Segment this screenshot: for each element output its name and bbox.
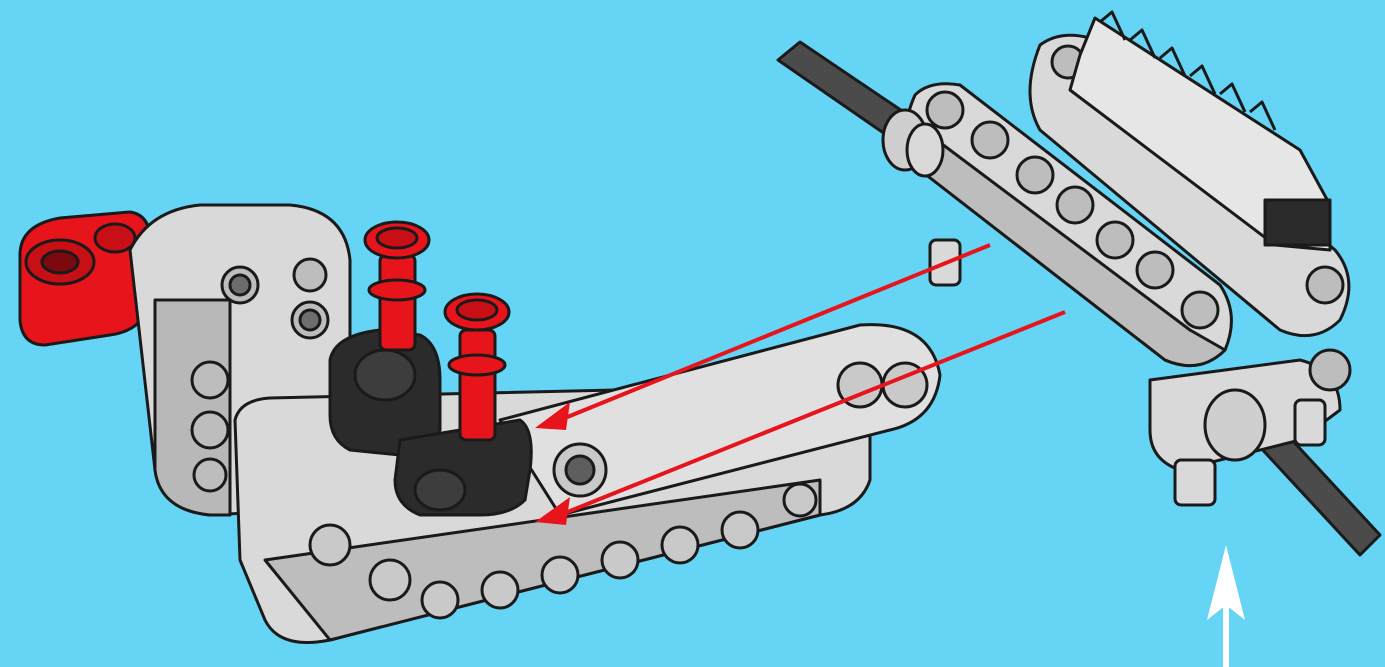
red-angle-connector — [20, 212, 150, 345]
gray-pin-3 — [1295, 400, 1325, 445]
gray-pin-2 — [1175, 460, 1215, 505]
insert-arrow-up — [1207, 545, 1245, 667]
left-subassembly — [20, 205, 940, 643]
